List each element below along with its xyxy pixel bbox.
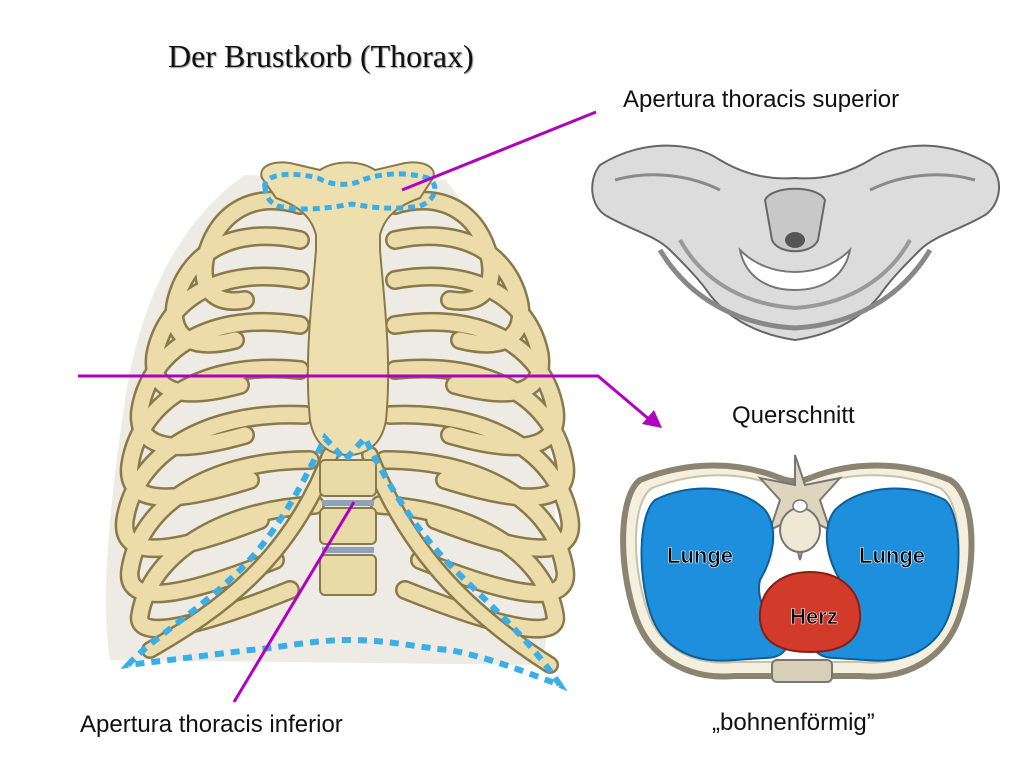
label-apertura-inferior: Apertura thoracis inferior bbox=[80, 711, 343, 738]
ribs-left bbox=[114, 190, 325, 639]
costal-arch bbox=[141, 446, 559, 674]
lung-right-label: Lunge bbox=[859, 543, 925, 568]
sternum bbox=[260, 161, 435, 457]
pointer-section-plane bbox=[78, 374, 651, 422]
pointer-lines bbox=[78, 110, 662, 703]
cross-section-vertebra bbox=[757, 454, 843, 561]
label-bohnenfoermig: „bohnenförmig” bbox=[712, 709, 875, 736]
cross-section: Lunge Lunge Herz bbox=[620, 454, 975, 683]
label-querschnitt: Querschnitt bbox=[732, 402, 855, 429]
rib-cage-front-view bbox=[105, 161, 581, 692]
cross-section-sternum bbox=[771, 659, 833, 683]
pointer-superior bbox=[401, 110, 597, 192]
heart-label: Herz bbox=[790, 604, 838, 629]
superior-aperture-outline bbox=[262, 171, 438, 212]
page-title: Der Brustkorb (Thorax) bbox=[168, 38, 474, 74]
lung-left-label: Lunge bbox=[667, 543, 733, 568]
pointer-inferior bbox=[232, 501, 356, 703]
pointer-section-arrowhead bbox=[642, 410, 662, 428]
ribs-right bbox=[370, 190, 581, 639]
heart-shape bbox=[758, 570, 862, 654]
inferior-aperture-outline bbox=[120, 432, 568, 692]
label-apertura-superior: Apertura thoracis superior bbox=[623, 86, 900, 113]
upper-thorax-top-view bbox=[591, 144, 1001, 342]
vertebral-column bbox=[319, 459, 377, 596]
